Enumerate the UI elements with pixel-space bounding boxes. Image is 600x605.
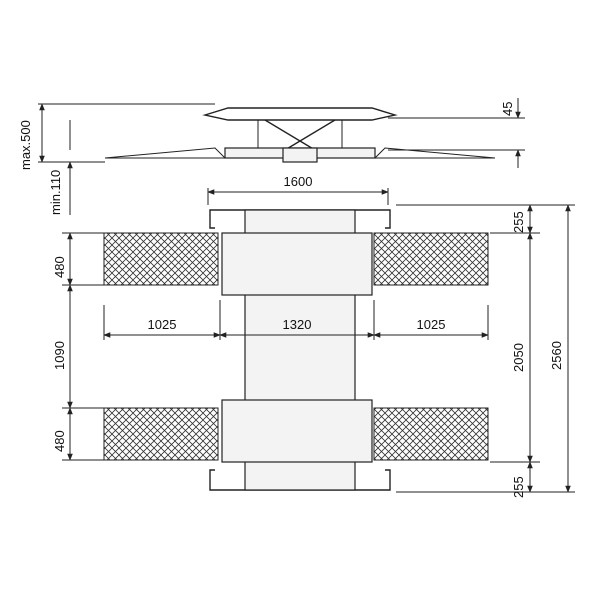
pad-bottom-left [103, 407, 219, 461]
max-height-label: max.500 [18, 120, 33, 170]
pad-bottom-right [373, 407, 489, 461]
left-arm-label: 1025 [148, 317, 177, 332]
end-clearance-top-label: 255 [511, 211, 526, 233]
side-view: max.500 min.110 45 [18, 98, 525, 215]
min-height-label: min.110 [48, 170, 63, 215]
scissor-arm-a [264, 119, 316, 151]
pad-top-right [373, 232, 489, 286]
overall-length-label: 2560 [549, 341, 564, 370]
top-view: 1600 480 1090 480 1025 1320 [52, 174, 575, 498]
right-arm-label: 1025 [417, 317, 446, 332]
pad-top-left [103, 232, 219, 286]
left-ramp [104, 147, 227, 159]
bottom-platform-plate [221, 399, 373, 463]
inner-length-label: 2050 [511, 343, 526, 372]
platform-thickness-label: 45 [500, 102, 515, 116]
scissor-arm-b [284, 119, 336, 151]
pad-depth-bottom-label: 480 [52, 430, 67, 452]
center-span-label: 1320 [283, 317, 312, 332]
end-clearance-bottom-label: 255 [511, 476, 526, 498]
right-ramp [373, 147, 496, 159]
top-platform-plate [221, 232, 373, 296]
pad-depth-top-label: 480 [52, 256, 67, 278]
rail-span-label: 1600 [284, 174, 313, 189]
center-block [282, 147, 318, 163]
top-platform [202, 107, 398, 121]
pad-spacing-label: 1090 [52, 341, 67, 370]
